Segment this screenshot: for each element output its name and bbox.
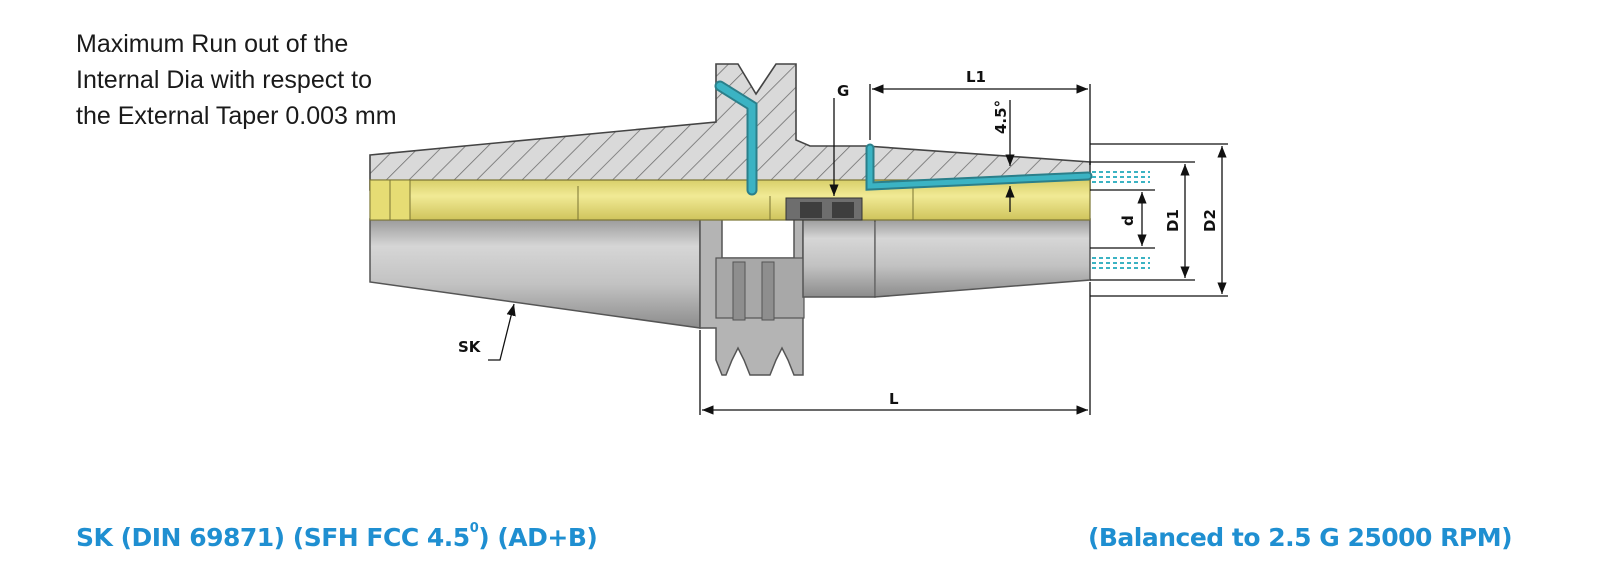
- dim-label-d1: D1: [1164, 209, 1182, 232]
- footer-product-code: SK (DIN 69871) (SFH FCC 4.50) (AD+B): [76, 521, 598, 552]
- runout-note-line-2: Internal Dia with respect to: [76, 66, 372, 94]
- dimensions: [488, 84, 1228, 415]
- footer-product-code-main: SK (DIN 69871) (SFH FCC 4.5: [76, 523, 470, 552]
- dim-label-g: G: [837, 82, 849, 100]
- runout-note-line-3: the External Taper 0.003 mm: [76, 102, 397, 130]
- dim-label-d: d: [1119, 215, 1137, 226]
- footer-balance-spec: (Balanced to 2.5 G 25000 RPM): [1087, 523, 1513, 552]
- internal-bore: [369, 179, 1091, 221]
- runout-note: Maximum Run out of the Internal Dia with…: [76, 26, 456, 134]
- dim-label-l: L: [889, 390, 899, 408]
- holder-external-lower: [369, 218, 1091, 376]
- runout-note-line-1: Maximum Run out of the: [76, 30, 349, 58]
- dim-label-l1: L1: [966, 68, 986, 86]
- coolant-channels: [714, 80, 1093, 196]
- dim-label-d2: D2: [1201, 209, 1219, 232]
- coolant-spray-upper: [1092, 171, 1150, 183]
- footer-product-code-tail: ) (AD+B): [478, 523, 598, 552]
- dim-label-sk: SK: [458, 338, 482, 356]
- dim-label-angle: 4.5°: [992, 100, 1010, 134]
- footer-product-code-sup: 0: [469, 521, 479, 536]
- coolant-spray-lower: [1092, 257, 1150, 269]
